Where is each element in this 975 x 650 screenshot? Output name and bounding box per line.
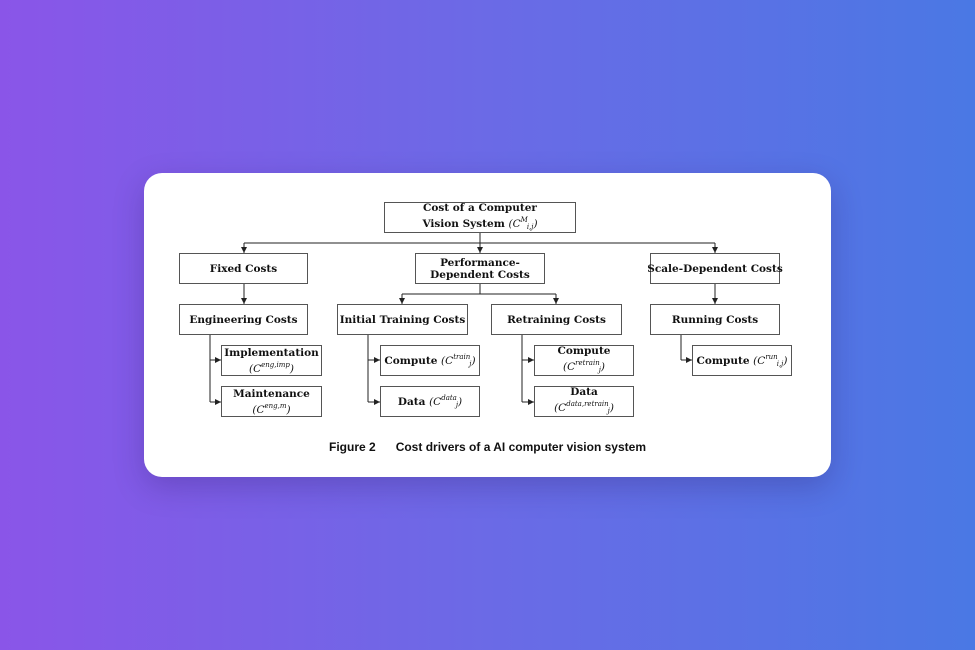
connector-lines <box>209 233 718 405</box>
data-retrain-symbol: (Cdata,retrainj) <box>554 400 614 415</box>
data-retrain-node: Data (Cdata,retrainj) <box>534 386 634 417</box>
performance-costs-line1: Performance- <box>440 256 520 269</box>
data-train-symbol: (Cdataj) <box>429 394 463 409</box>
scale-costs-node: Scale-Dependent Costs <box>647 253 783 284</box>
figure-caption-text: Cost drivers of a AI computer vision sys… <box>395 440 646 454</box>
root-node: Cost of a Computer Vision System (CMi,j) <box>384 202 576 233</box>
running-costs-node: Running Costs <box>650 304 780 335</box>
compute-run-label: Compute <box>696 355 750 367</box>
compute-run-symbol: (Cruni,j) <box>753 353 788 368</box>
performance-costs-node: Performance- Dependent Costs <box>415 253 545 284</box>
data-train-label: Data <box>397 396 426 408</box>
maintenance-node: Maintenance (Ceng,m) <box>221 386 322 417</box>
root-symbol: (CMi,j) <box>508 216 538 231</box>
figure-card: Cost of a Computer Vision System (CMi,j)… <box>144 173 831 477</box>
engineering-costs-node: Engineering Costs <box>179 304 308 335</box>
retraining-costs-label: Retraining Costs <box>507 313 606 326</box>
figure-number: Figure 2 <box>329 440 376 454</box>
data-retrain-label: Data <box>570 386 598 398</box>
engineering-costs-label: Engineering Costs <box>189 313 298 326</box>
implementation-node: Implementation (Ceng,imp) <box>221 345 322 376</box>
implementation-label: Implementation <box>224 346 319 359</box>
retraining-costs-node: Retraining Costs <box>491 304 622 335</box>
compute-train-label: Compute <box>384 355 438 367</box>
implementation-symbol: (Ceng,imp) <box>249 360 294 375</box>
scale-costs-label: Scale-Dependent Costs <box>647 262 783 275</box>
fixed-costs-node: Fixed Costs <box>179 253 308 284</box>
compute-train-node: Compute (Ctrainj) <box>380 345 480 376</box>
compute-retrain-node: Compute (Cretrainj) <box>534 345 634 376</box>
initial-training-costs-node: Initial Training Costs <box>337 304 468 335</box>
compute-retrain-symbol: (Cretrainj) <box>562 359 605 374</box>
compute-retrain-label: Compute <box>557 345 611 357</box>
running-costs-label: Running Costs <box>671 313 759 326</box>
maintenance-symbol: (Ceng,m) <box>252 401 291 416</box>
root-line2: Vision System <box>422 218 505 230</box>
performance-costs-line2: Dependent Costs <box>430 268 530 281</box>
fixed-costs-label: Fixed Costs <box>209 262 278 275</box>
root-line1: Cost of a Computer <box>423 202 537 214</box>
figure-caption: Figure 2 Cost drivers of a AI computer vi… <box>144 440 831 454</box>
maintenance-label: Maintenance <box>233 387 310 400</box>
compute-run-node: Compute (Cruni,j) <box>692 345 792 376</box>
compute-train-symbol: (Ctrainj) <box>441 353 476 368</box>
initial-training-costs-label: Initial Training Costs <box>339 313 466 326</box>
data-train-node: Data (Cdataj) <box>380 386 480 417</box>
